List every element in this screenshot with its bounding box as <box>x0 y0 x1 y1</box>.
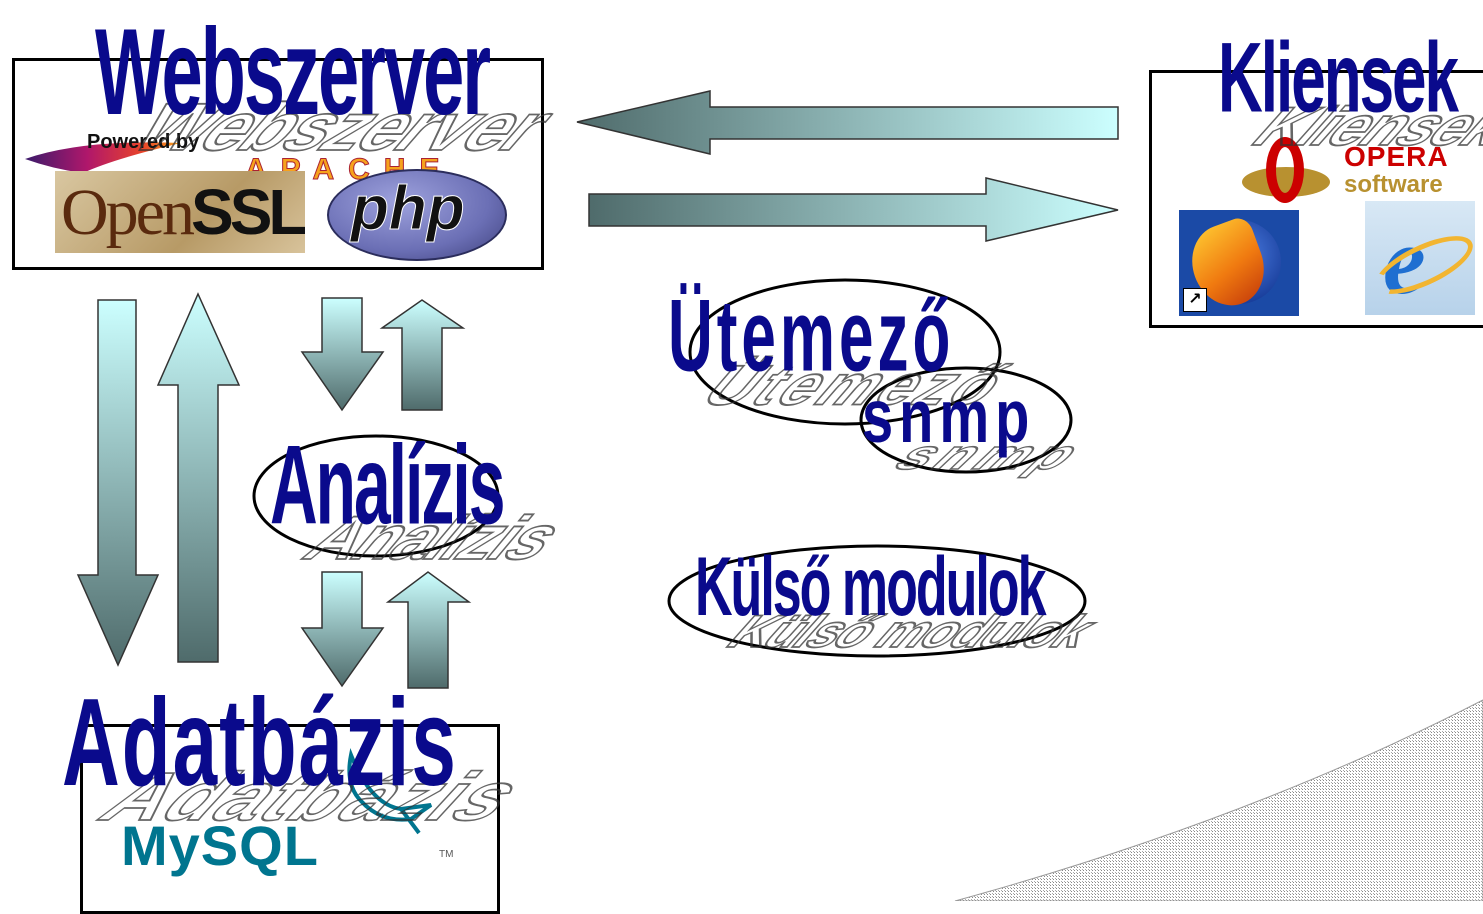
php-label: php <box>351 174 466 244</box>
webserver-box: Powered by APACHE Open SSL php <box>12 58 544 270</box>
arrow-database-to-analysis <box>385 571 472 689</box>
arrow-analysis-to-database <box>300 571 385 688</box>
arrow-webserver-to-analysis <box>300 297 385 412</box>
mysql-tm-label: TM <box>439 849 454 860</box>
webserver-title: Webszerver Webszerver <box>95 3 574 166</box>
snmp-ellipse <box>859 366 1073 474</box>
external-modules-ellipse <box>667 544 1087 658</box>
opera-o-icon <box>1240 137 1332 205</box>
snmp-label: snmp snmp <box>862 373 1104 478</box>
external-modules-label: Külső modulok Külső modulok <box>695 541 1110 659</box>
mysql-dolphin-icon <box>347 748 433 835</box>
decorative-swoosh <box>954 699 1483 901</box>
scheduler-label: Ütemező Ütemező <box>668 279 1028 419</box>
apache-feather-icon <box>25 142 181 173</box>
arrow-webserver-to-database <box>76 299 160 667</box>
openssl-open-label: Open <box>61 176 195 249</box>
powered-by-label: Powered by <box>87 131 200 153</box>
firefox-icon[interactable]: ↗ <box>1179 210 1299 316</box>
mysql-my-label: MySQL <box>121 814 319 877</box>
arrow-analysis-to-webserver <box>379 299 466 411</box>
opera-logo: OPERA software <box>1240 137 1448 207</box>
analysis-ellipse <box>252 434 500 558</box>
openssl-ssl-label: SSL <box>191 176 305 248</box>
arrow-clients-to-webserver <box>576 90 1119 155</box>
opera-word: OPERA <box>1344 141 1449 172</box>
openssl-logo: Open SSL <box>55 171 305 253</box>
arrow-database-to-webserver <box>156 292 241 663</box>
opera-software-label: software <box>1344 171 1443 198</box>
analysis-label: Analízis Analízis <box>270 421 581 573</box>
database-box: MySQL TM <box>80 724 500 914</box>
scheduler-ellipse <box>688 278 1002 426</box>
php-logo: php <box>327 169 507 261</box>
clients-box: OPERA software ↗ e <box>1149 70 1483 328</box>
internet-explorer-icon[interactable]: e <box>1365 201 1481 315</box>
database-title: Adatbázis Adatbázis <box>62 673 548 836</box>
clients-title: Kliensek Kliensek <box>1218 23 1483 158</box>
arrow-webserver-to-clients <box>588 177 1119 242</box>
